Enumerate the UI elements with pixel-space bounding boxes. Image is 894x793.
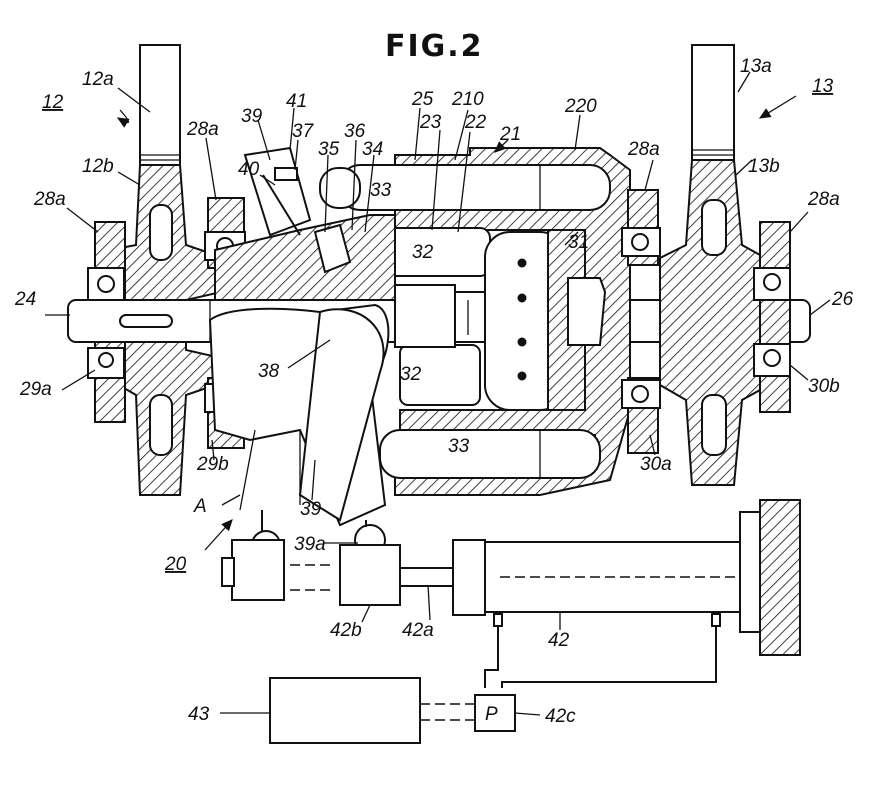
label-42: 42: [548, 630, 570, 651]
label-23: 23: [419, 112, 442, 133]
label-39a: 39a: [294, 534, 326, 555]
label-21: 21: [499, 124, 521, 145]
reference-labels: 12a 12 12b 28a 28a 24 29a 29b 39 41 40 3…: [14, 56, 854, 727]
label-210: 210: [451, 89, 484, 110]
label-33-bottom: 33: [448, 436, 470, 457]
label-39-top: 39: [241, 106, 263, 127]
label-32-bottom: 32: [400, 364, 422, 385]
right-wheel-13: [659, 44, 761, 486]
label-42a: 42a: [402, 620, 434, 641]
label-29a: 29a: [19, 379, 52, 400]
label-12: 12: [42, 92, 64, 113]
hydraulic-cylinder-42: [221, 499, 801, 656]
label-41: 41: [286, 91, 307, 112]
label-33-top: 33: [370, 180, 392, 201]
right-bearing-housing: [621, 189, 791, 454]
leader-lines: [45, 71, 831, 716]
label-30b: 30b: [808, 376, 840, 397]
label-28a-right-inner: 28a: [627, 139, 660, 160]
figure-title: FIG.2: [385, 29, 484, 64]
label-P: P: [485, 704, 498, 725]
lever-arm-38-39: [208, 303, 390, 560]
pump-upper-block: [214, 146, 396, 301]
label-26: 26: [831, 289, 854, 310]
label-29b: 29b: [196, 454, 229, 475]
label-13: 13: [812, 76, 834, 97]
label-35: 35: [318, 139, 340, 160]
label-A: A: [193, 496, 207, 517]
label-28a-right-outer: 28a: [807, 189, 840, 210]
label-32-top: 32: [412, 242, 434, 263]
label-30a: 30a: [640, 454, 672, 475]
swash-plate-31: [484, 229, 607, 411]
label-40: 40: [238, 159, 260, 180]
label-39-bottom: 39: [300, 499, 322, 520]
label-28a-left-inner: 28a: [186, 119, 219, 140]
label-220: 220: [564, 96, 597, 117]
controller-43: [269, 677, 421, 744]
label-42b: 42b: [330, 620, 362, 641]
label-20: 20: [164, 554, 187, 575]
label-42c: 42c: [545, 706, 576, 727]
label-31: 31: [568, 232, 589, 253]
label-22: 22: [464, 112, 487, 133]
label-25: 25: [411, 89, 434, 110]
center-coupling: [394, 284, 486, 348]
label-24: 24: [14, 289, 36, 310]
label-37: 37: [292, 121, 315, 142]
hydraulic-lines: [420, 626, 717, 721]
label-38: 38: [258, 361, 280, 382]
label-28a-left-outer: 28a: [33, 189, 66, 210]
pump-p-42c: P: [474, 694, 516, 732]
label-13a: 13a: [740, 56, 772, 77]
label-34: 34: [362, 139, 383, 160]
label-12a: 12a: [82, 69, 114, 90]
label-12b: 12b: [82, 156, 114, 177]
label-13b: 13b: [748, 156, 780, 177]
label-36: 36: [344, 121, 366, 142]
label-43: 43: [188, 704, 210, 725]
